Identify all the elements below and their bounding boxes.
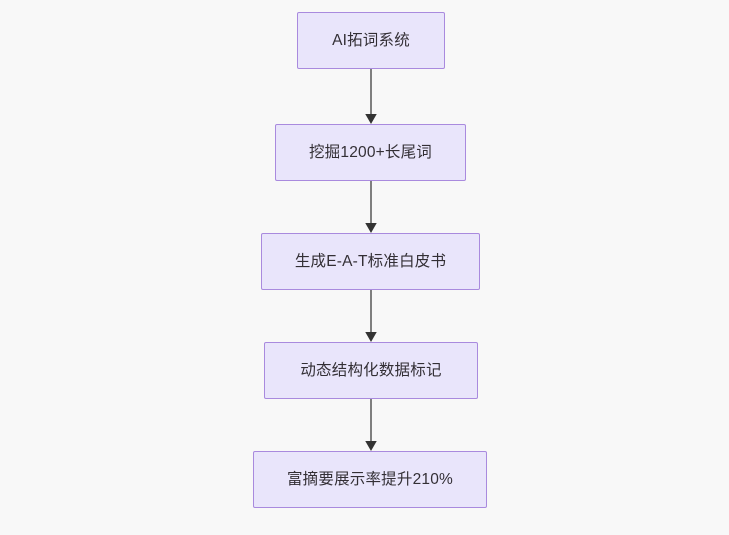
- flowchart-node-label: 动态结构化数据标记: [300, 361, 442, 379]
- flowchart-node-n3[interactable]: 生成E-A-T标准白皮书: [261, 233, 480, 290]
- flowchart-node-label: 富摘要展示率提升210%: [286, 470, 454, 488]
- flowchart-node-n2[interactable]: 挖掘1200+长尾词: [275, 124, 466, 181]
- flowchart-arrow-n2-n3: [364, 181, 378, 233]
- flowchart-node-label: 挖掘1200+长尾词: [308, 143, 433, 161]
- flowchart-node-label: 生成E-A-T标准白皮书: [294, 252, 447, 270]
- flowchart-arrow-n3-n4: [364, 290, 378, 342]
- flowchart-node-n5[interactable]: 富摘要展示率提升210%: [253, 451, 487, 508]
- flowchart-node-label: AI拓词系统: [332, 31, 410, 49]
- flowchart-node-n4[interactable]: 动态结构化数据标记: [264, 342, 478, 399]
- flowchart-node-n1[interactable]: AI拓词系统: [297, 12, 445, 69]
- flowchart-arrow-n4-n5: [364, 399, 378, 451]
- flowchart-arrow-n1-n2: [364, 69, 378, 124]
